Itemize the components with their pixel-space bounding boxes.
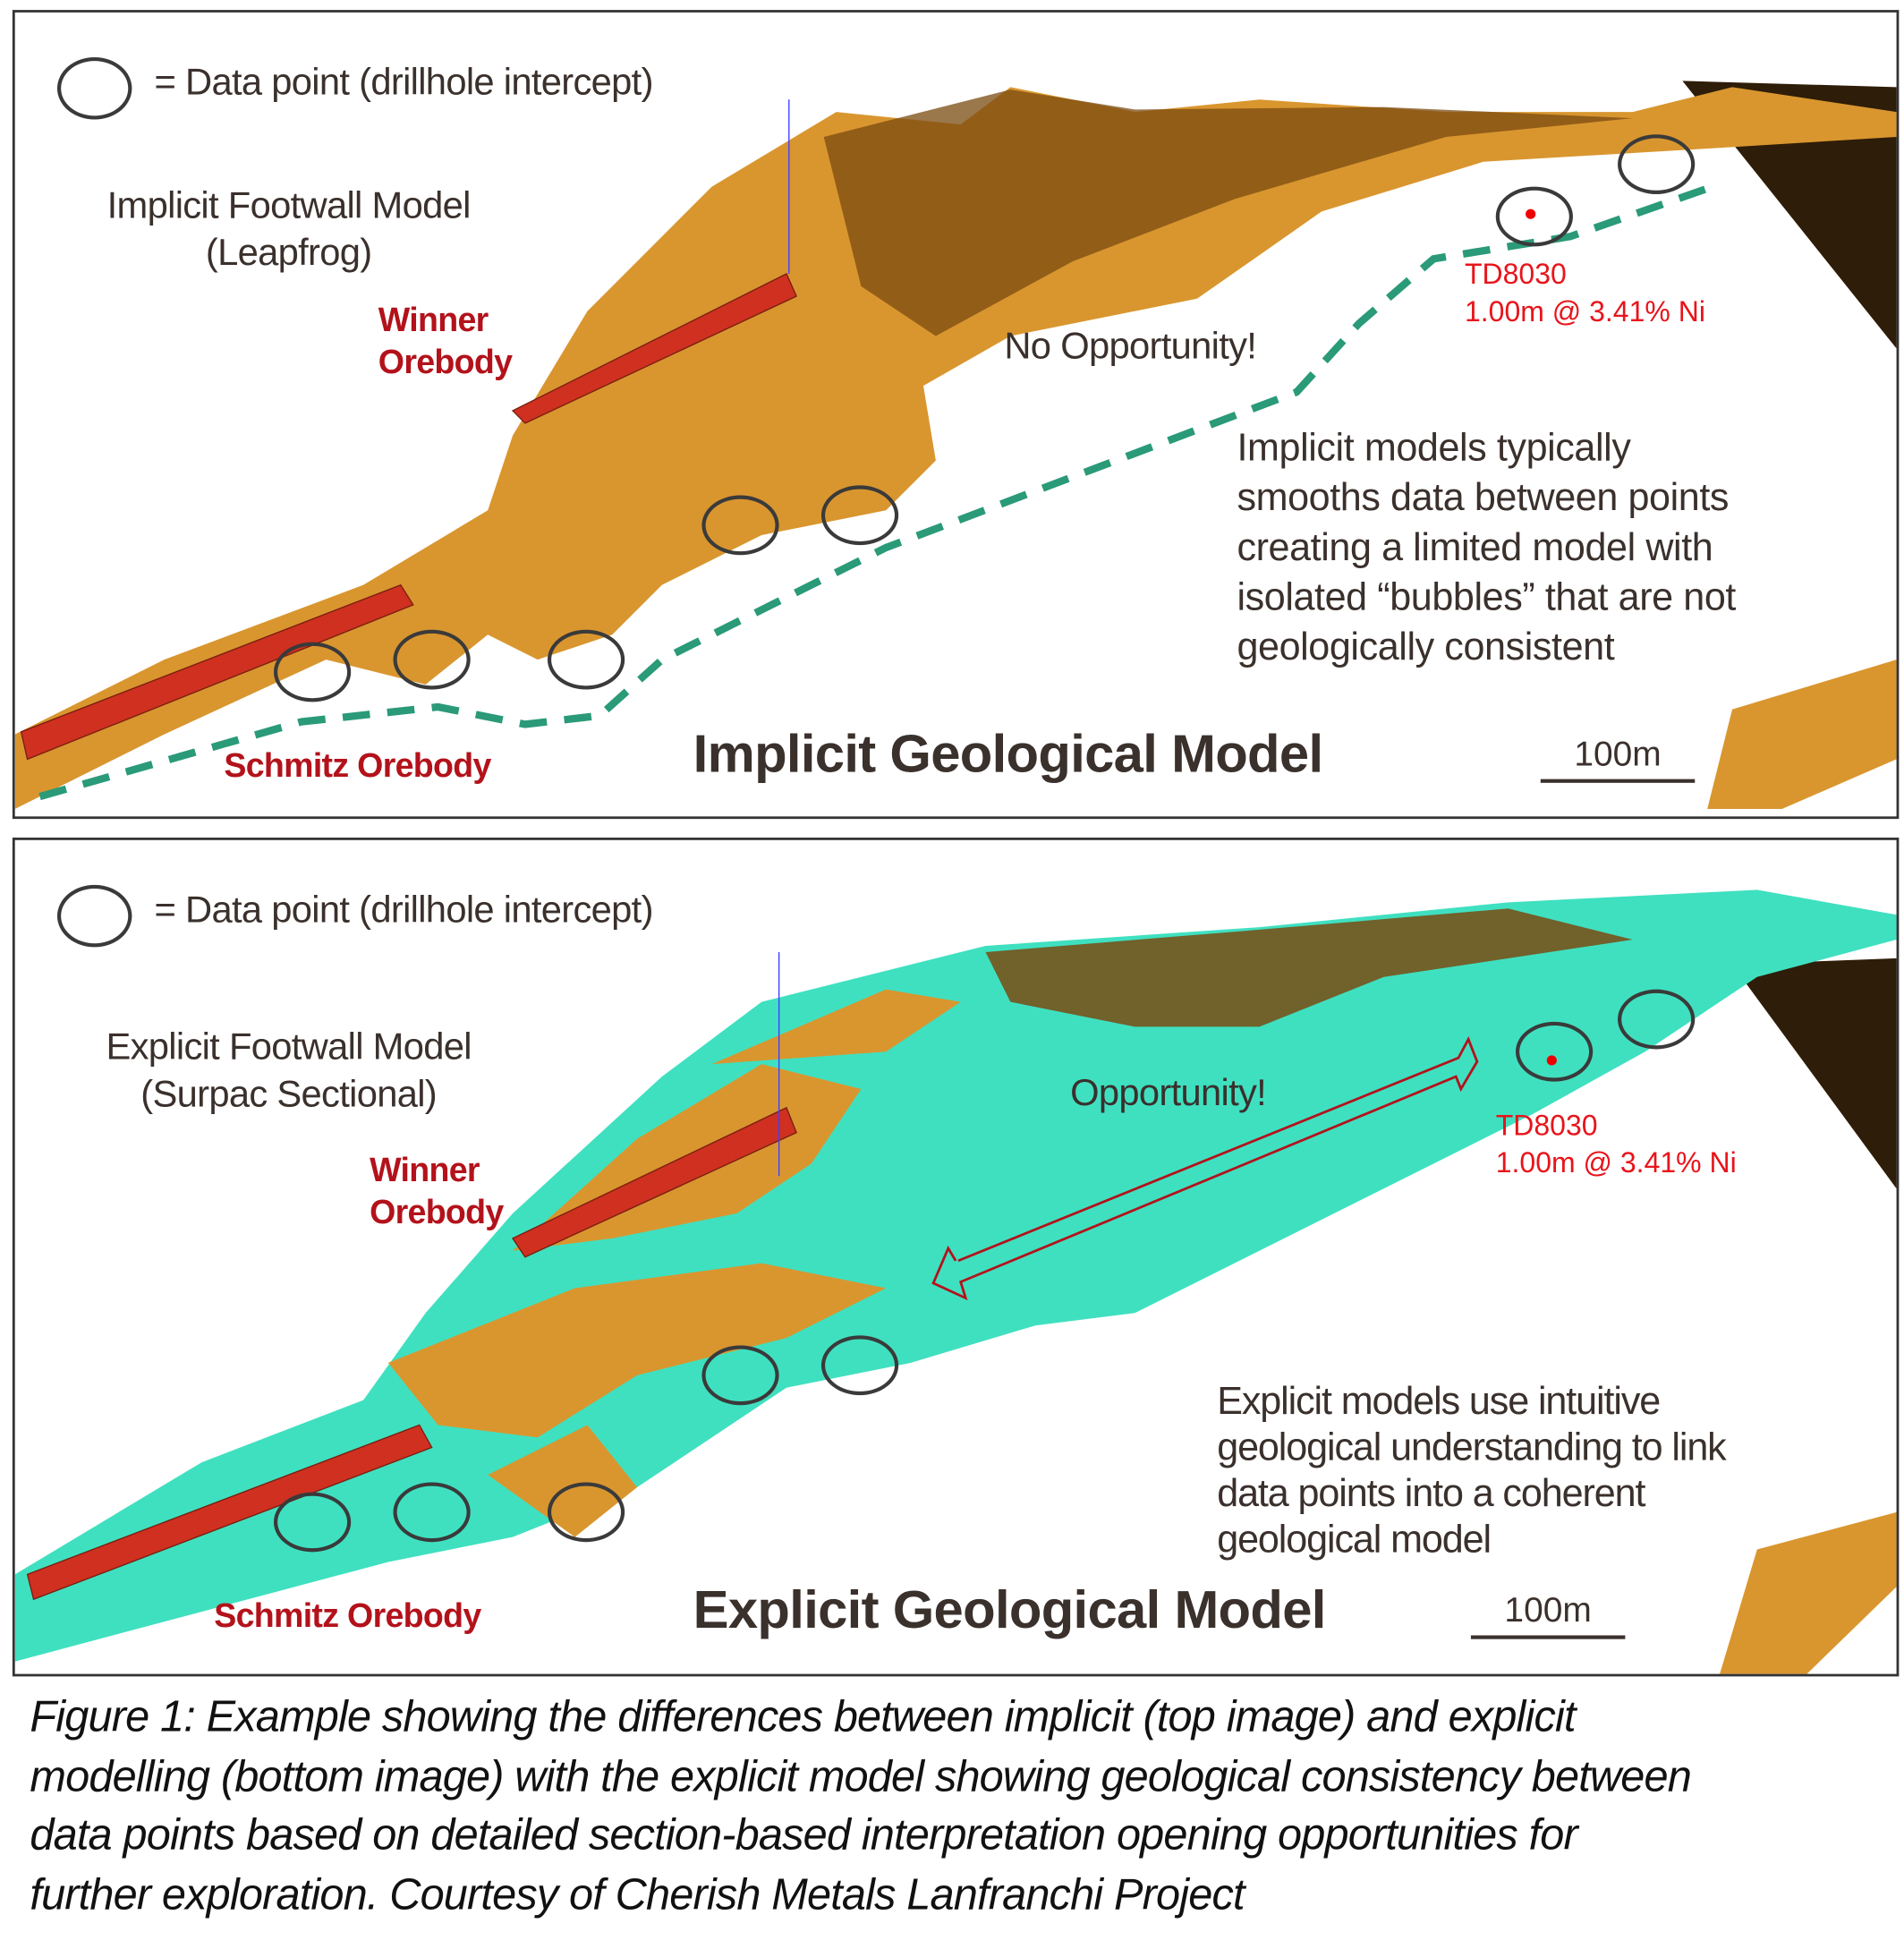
schmitz-orebody-label: Schmitz Orebody xyxy=(224,746,491,785)
data-point-circle xyxy=(393,629,471,690)
data-point-circle xyxy=(273,642,352,702)
panel-title: Explicit Geological Model xyxy=(693,1580,1327,1641)
model-label: Explicit Footwall Model (Surpac Sectiona… xyxy=(89,1025,488,1119)
opportunity-label: Opportunity! xyxy=(1070,1072,1267,1114)
data-point-circle xyxy=(547,1482,625,1543)
label-line: Winner xyxy=(370,1151,480,1189)
explanation-note: Implicit models typically smooths data b… xyxy=(1237,423,1736,672)
label-line: Orebody xyxy=(370,1193,504,1231)
panel-title: Implicit Geological Model xyxy=(693,724,1323,785)
dark-surface xyxy=(1682,81,1897,349)
drillhole-id: TD8030 xyxy=(1495,1109,1598,1142)
data-point-circle xyxy=(393,1482,471,1543)
winner-orebody xyxy=(511,273,798,424)
note-line: geological model xyxy=(1217,1517,1492,1562)
note-line: geological understanding to link xyxy=(1217,1425,1727,1469)
data-point-legend-icon xyxy=(56,884,132,948)
drillhole-label: TD8030 1.00m @ 3.41% Ni xyxy=(1496,1106,1737,1180)
orange-footwall-surface xyxy=(14,87,1897,810)
label-line: Orebody xyxy=(378,343,513,381)
explicit-model-panel: = Data point (drillhole intercept) Expli… xyxy=(12,838,1900,1677)
model-label-line: (Leapfrog) xyxy=(205,233,372,274)
data-point-circle xyxy=(701,1345,779,1406)
data-point-circle xyxy=(1618,134,1696,194)
implicit-boundary-dashed-line xyxy=(38,180,1721,801)
data-point-circle xyxy=(701,495,779,556)
winner-orebody-label: Winner Orebody xyxy=(378,299,513,384)
legend-label: = Data point (drillhole intercept) xyxy=(154,889,653,932)
drillhole-id: TD8030 xyxy=(1464,257,1567,291)
note-line: Explicit models use intuitive xyxy=(1217,1379,1661,1423)
implicit-model-render xyxy=(14,81,1897,810)
note-line: Implicit models typically xyxy=(1237,425,1631,470)
scale-bar: 100m xyxy=(1540,735,1696,783)
note-line: data points into a coherent xyxy=(1217,1470,1645,1515)
data-point-circle xyxy=(273,1492,352,1553)
explanation-note: Explicit models use intuitive geological… xyxy=(1217,1378,1727,1562)
orange-footwall-surface xyxy=(387,989,961,1537)
opportunity-label: No Opportunity! xyxy=(1004,326,1257,368)
label-line: Winner xyxy=(378,301,489,339)
schmitz-orebody xyxy=(26,1424,433,1601)
schmitz-orebody xyxy=(20,583,414,761)
figure-caption: Figure 1: Example showing the difference… xyxy=(30,1688,1883,1924)
model-label-line: Explicit Footwall Model xyxy=(106,1026,472,1068)
drillhole-intercept: 1.00m @ 3.41% Ni xyxy=(1495,1145,1737,1179)
data-point-circle xyxy=(1515,1021,1594,1082)
note-line: creating a limited model with xyxy=(1237,524,1713,569)
model-label-line: (Surpac Sectional) xyxy=(140,1074,438,1116)
data-point-circle xyxy=(820,1335,899,1396)
model-label-line: Implicit Footwall Model xyxy=(106,185,472,227)
explicit-model-render xyxy=(14,889,1897,1674)
note-line: isolated “bubbles” that are not xyxy=(1237,574,1736,619)
winner-orebody xyxy=(511,1106,798,1258)
data-point-circle xyxy=(1495,186,1573,247)
data-point-circle xyxy=(820,485,899,546)
schmitz-orebody-label: Schmitz Orebody xyxy=(214,1596,481,1635)
note-line: geologically consistent xyxy=(1237,625,1615,668)
implicit-model-panel: = Data point (drillhole intercept) Impli… xyxy=(12,10,1900,820)
drillhole-intercept: 1.00m @ 3.41% Ni xyxy=(1464,294,1705,328)
scale-bar: 100m xyxy=(1470,1590,1626,1639)
legend-label: = Data point (drillhole intercept) xyxy=(154,62,653,104)
caption-line: modelling (bottom image) with the explic… xyxy=(30,1751,1691,1800)
drillhole-label: TD8030 1.00m @ 3.41% Ni xyxy=(1465,255,1705,329)
teal-footwall-surface xyxy=(14,889,1897,1662)
data-point-circle xyxy=(1618,989,1696,1050)
opportunity-double-arrow xyxy=(931,1035,1479,1301)
winner-orebody-label: Winner Orebody xyxy=(370,1149,504,1234)
caption-line: Figure 1: Example showing the difference… xyxy=(30,1692,1576,1741)
dark-surface xyxy=(1731,957,1897,1189)
note-line: smooths data between points xyxy=(1237,475,1730,519)
data-point-legend-icon xyxy=(56,56,132,120)
model-label: Implicit Footwall Model (Leapfrog) xyxy=(89,183,488,277)
data-point-circle xyxy=(547,629,625,690)
caption-line: further exploration. Courtesy of Cherish… xyxy=(30,1869,1245,1919)
caption-line: data points based on detailed section-ba… xyxy=(30,1810,1577,1860)
